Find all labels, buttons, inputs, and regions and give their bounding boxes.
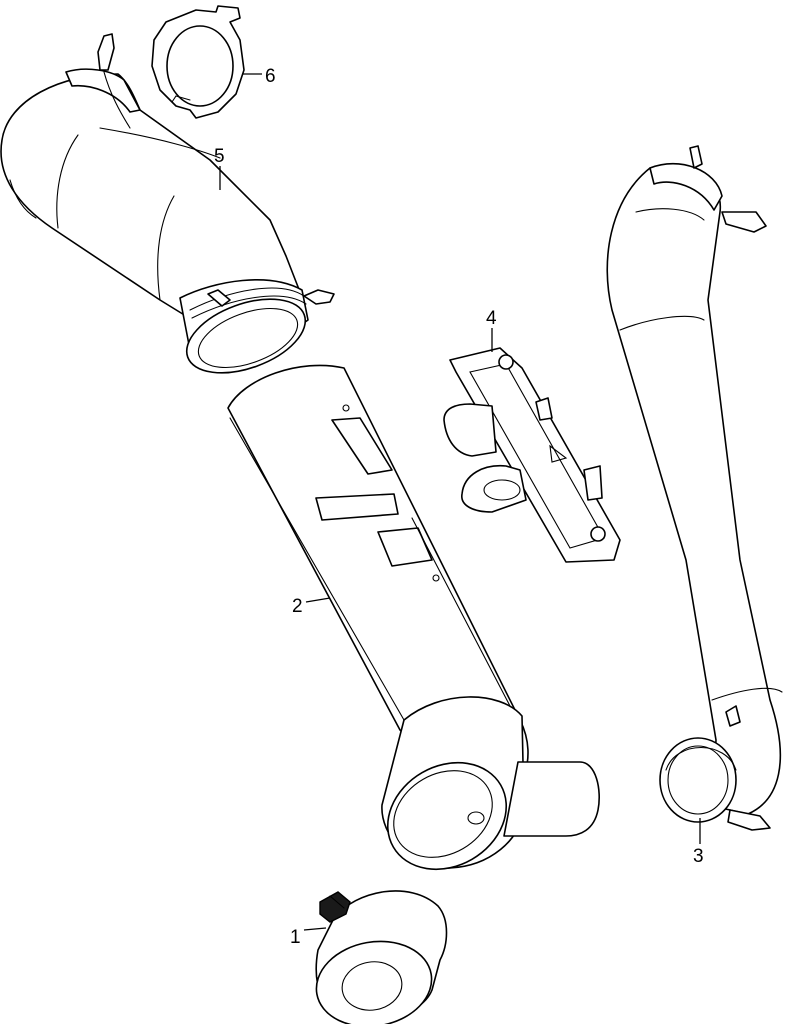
callout-3: 3 bbox=[693, 846, 704, 867]
callout-5: 5 bbox=[214, 146, 225, 167]
callout-2: 2 bbox=[292, 596, 303, 617]
callout-leaders bbox=[219, 73, 701, 931]
part-5-elbow-hose[interactable] bbox=[0, 33, 335, 387]
part-6-retaining-ring[interactable] bbox=[151, 5, 245, 119]
leader-1 bbox=[303, 927, 327, 931]
part-3-intake-hose[interactable] bbox=[606, 145, 783, 831]
callout-6: 6 bbox=[265, 66, 276, 87]
callout-labels: 1 2 3 4 5 6 bbox=[214, 66, 704, 948]
callout-4: 4 bbox=[486, 308, 497, 329]
part-4-mounting-bracket[interactable] bbox=[443, 347, 621, 563]
callout-1: 1 bbox=[290, 927, 301, 948]
part-1-end-cap[interactable] bbox=[310, 890, 448, 1024]
part-2-duct-tube[interactable] bbox=[227, 364, 600, 890]
leader-2 bbox=[305, 597, 331, 603]
